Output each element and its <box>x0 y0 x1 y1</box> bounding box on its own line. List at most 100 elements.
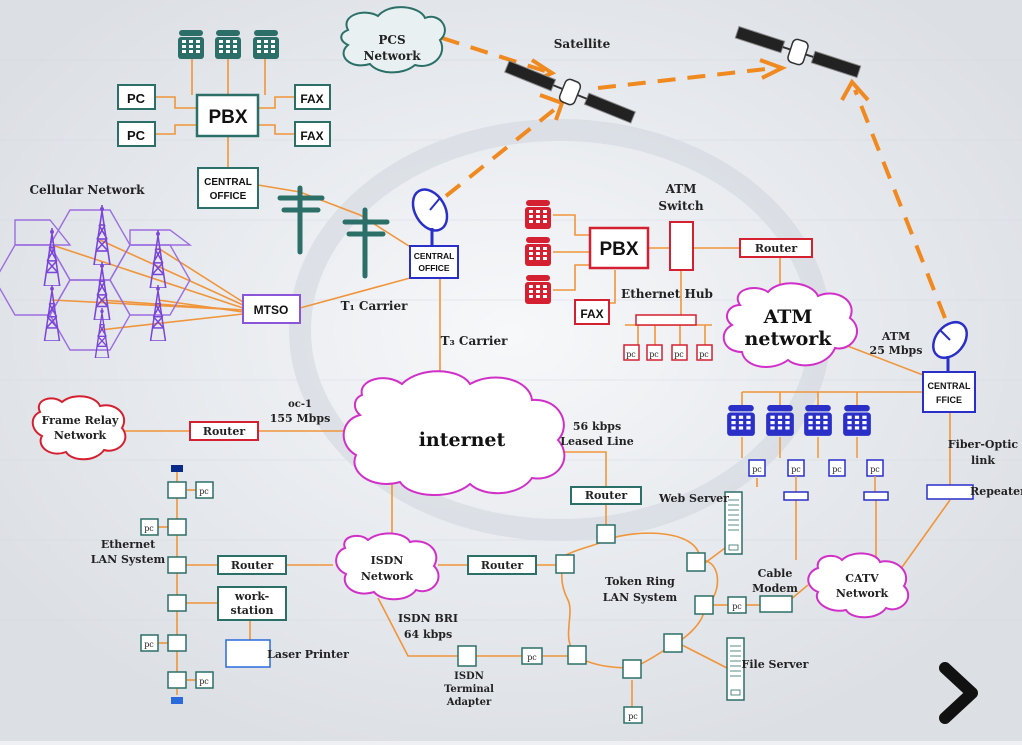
fax-box-right: FAX <box>574 299 610 325</box>
mtso-label: MTSO <box>254 303 289 317</box>
atm-switch-label-2: Switch <box>658 199 703 213</box>
oc1-label-2: 155 Mbps <box>270 412 331 425</box>
internet-label: internet <box>419 429 506 451</box>
isdn-adapter-label-2: Terminal <box>444 684 494 695</box>
central-ffice-label-1: CENTRAL <box>928 381 971 391</box>
satellite-label: Satellite <box>554 37 611 51</box>
pc-small-isdn: pc <box>521 647 543 665</box>
repeater-label: Repeater <box>970 485 1022 498</box>
central-ffice-label-2: FFICE <box>936 395 962 405</box>
next-slide-button[interactable] <box>930 650 990 730</box>
router-label: Router <box>755 242 798 255</box>
cable-modem-box <box>759 595 793 613</box>
router-label: Router <box>585 489 628 502</box>
connections <box>51 55 951 707</box>
central-office-middle: CENTRAL OFFICE <box>409 245 459 279</box>
router-ethernet: Router <box>217 555 287 575</box>
router-isdn: Router <box>467 555 537 575</box>
fax-box: FAX <box>294 121 331 147</box>
atm-switch-box <box>669 221 694 271</box>
workstation-label-1: work- <box>234 590 269 603</box>
catv-network-cloud: CATV Network <box>807 552 910 619</box>
pc-small-label: pc <box>699 350 709 359</box>
pbx-right: PBX <box>588 226 650 270</box>
token-ring-nodes <box>555 524 714 679</box>
pcs-network-label-1: PCS <box>378 33 405 47</box>
splitter-box <box>863 491 889 501</box>
server-icon <box>724 491 743 555</box>
leased-line-label-2: Leased Line <box>560 435 633 448</box>
terminator-top <box>171 465 183 472</box>
fiber-optic-label-1: Fiber-Optic <box>948 438 1019 451</box>
pbx-left: PBX <box>195 93 260 138</box>
pc-small-label: pc <box>144 524 154 533</box>
isdn-network-label-1: ISDN <box>371 554 404 567</box>
pc-small-label: pc <box>199 677 209 686</box>
pc-small-blue: pc pc pc pc <box>748 459 884 477</box>
pc-small-label: pc <box>628 712 638 721</box>
pc-box: PC <box>117 84 156 110</box>
atm-network-cloud: ATM network <box>722 282 858 368</box>
web-server-label: Web Server <box>658 492 729 505</box>
satellite-dish-icon <box>411 188 449 246</box>
router-label: Router <box>203 425 246 438</box>
ethernet-hub-box <box>635 314 697 326</box>
workstation-box: work- station <box>217 586 287 621</box>
chevron-right-icon[interactable] <box>939 662 978 724</box>
pc-box: PC <box>117 121 156 147</box>
satellite-links <box>441 36 947 319</box>
pc-small-label: pc <box>752 465 762 474</box>
pc-small-teal: pc pc pc pc <box>140 481 214 689</box>
atm-network-label-1: ATM <box>763 306 813 328</box>
isdn-network-label-2: Network <box>361 570 414 583</box>
isdn-bri-label-2: 64 kbps <box>404 628 452 641</box>
frame-relay-label-1: Frame Relay <box>42 414 119 427</box>
central-office-label-2: OFFICE <box>418 263 449 273</box>
repeater-box <box>926 484 974 500</box>
router-label: Router <box>231 559 274 572</box>
pc-small-label: pc <box>732 602 742 611</box>
central-office-left: CENTRAL OFFICE <box>197 167 259 209</box>
isdn-network-cloud: ISDN Network <box>335 532 440 601</box>
frame-relay-cloud: Frame Relay Network <box>31 395 127 461</box>
isdn-bri-label-1: ISDN BRI <box>398 612 458 625</box>
workstation-label-2: station <box>231 604 274 617</box>
ethernet-lan-label-2: LAN System <box>91 553 166 566</box>
fax-label: FAX <box>300 129 323 143</box>
server-icon <box>726 637 745 701</box>
token-ring-label-1: Token Ring <box>605 575 675 588</box>
satellite-icon <box>734 25 862 79</box>
oc1-label-1: oc-1 <box>288 399 312 410</box>
laser-printer-box <box>225 639 271 668</box>
atm-switch-label-1: ATM <box>665 182 697 196</box>
pbx-left-label: PBX <box>208 107 247 128</box>
leased-line-label-1: 56 kbps <box>573 420 621 433</box>
pc-small-label: pc <box>870 465 880 474</box>
telephone-pole-icon <box>277 185 325 255</box>
isdn-adapter-label-3: Adapter <box>446 697 492 708</box>
internet-cloud: internet <box>342 370 566 496</box>
pc-small-red: pc pc pc pc <box>623 344 713 361</box>
t3-carrier-label: T₃ Carrier <box>441 334 509 348</box>
frame-relay-label-2: Network <box>54 429 107 442</box>
atm-speed-label-1: ATM <box>881 330 910 343</box>
pc-small-label: pc <box>791 465 801 474</box>
telephone-icon <box>525 200 551 304</box>
pc-label: PC <box>127 91 146 106</box>
catv-label-2: Network <box>836 587 889 600</box>
pbx-right-label: PBX <box>599 239 638 260</box>
pc-small-label: pc <box>674 350 684 359</box>
isdn-adapter-label-1: ISDN <box>454 671 484 682</box>
laser-printer-label: Laser Printer <box>267 648 349 661</box>
splitter-box <box>783 491 809 501</box>
pcs-network-label-2: Network <box>363 49 421 63</box>
satellite-icon <box>504 60 636 124</box>
central-office-label-1: CENTRAL <box>204 177 252 188</box>
router-leased-line: Router <box>570 486 642 505</box>
cable-modem-label-1: Cable <box>758 567 793 580</box>
central-office-label-2: OFFICE <box>210 191 247 202</box>
terminator-bottom <box>171 697 183 704</box>
pc-small-token: pc pc <box>623 596 747 724</box>
